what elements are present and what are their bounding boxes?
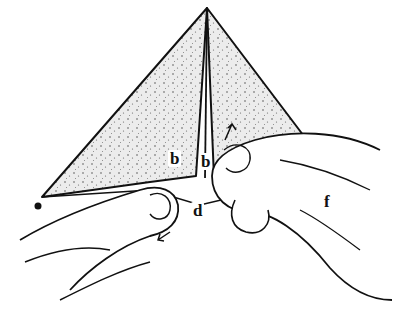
part-letter: d <box>191 202 204 219</box>
paper-face <box>42 8 207 197</box>
part-letter: f <box>322 193 332 210</box>
thumbnail <box>224 145 250 172</box>
part-letter: b <box>168 150 181 167</box>
right-thumb <box>232 200 269 233</box>
left-hand <box>20 188 178 290</box>
corner-dot <box>35 203 42 210</box>
right-fingers <box>280 160 370 250</box>
right-hand <box>212 133 392 300</box>
part-letter: b <box>199 153 212 170</box>
left-fingers <box>25 248 150 300</box>
motion-arrow <box>225 124 236 140</box>
thumbnail <box>150 193 170 218</box>
motion-arrow <box>158 232 170 241</box>
